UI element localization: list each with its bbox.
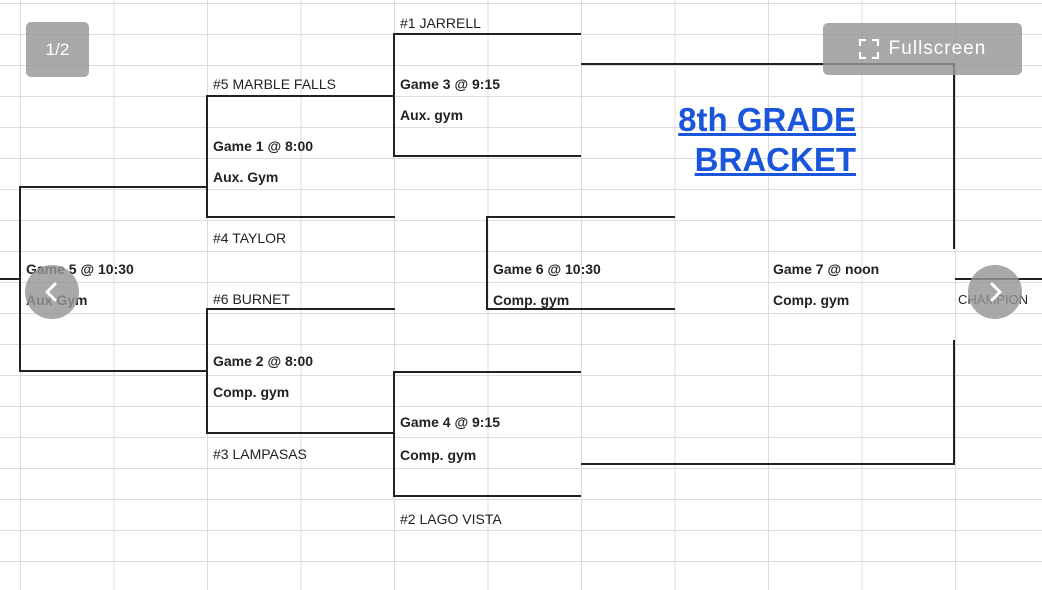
bracket-title: 8th GRADE BRACKET bbox=[640, 100, 856, 180]
chevron-right-icon bbox=[990, 282, 1002, 302]
bracket-line bbox=[581, 63, 954, 65]
bracket-line bbox=[953, 63, 955, 249]
bracket-line bbox=[393, 371, 395, 497]
bracket-line bbox=[394, 155, 581, 157]
game-6-time: Game 6 @ 10:30 bbox=[493, 261, 601, 277]
image-counter: 1/2 bbox=[26, 22, 89, 77]
prev-button[interactable] bbox=[25, 265, 79, 319]
game-6-venue: Comp. gym bbox=[493, 292, 570, 308]
team-seed-3: #3 LAMPASAS bbox=[213, 446, 307, 462]
team-seed-4: #4 TAYLOR bbox=[213, 230, 287, 246]
bracket-line bbox=[207, 216, 395, 218]
bracket-line bbox=[394, 371, 581, 373]
bracket-line bbox=[207, 308, 395, 310]
title-line-2: BRACKET bbox=[694, 141, 856, 178]
game-4-time: Game 4 @ 9:15 bbox=[400, 414, 501, 430]
game-4-venue: Comp. gym bbox=[400, 447, 477, 463]
game-3-time: Game 3 @ 9:15 bbox=[400, 76, 501, 92]
bracket-line bbox=[953, 340, 955, 465]
game-7-venue: Comp. gym bbox=[773, 292, 850, 308]
game-1-time: Game 1 @ 8:00 bbox=[213, 138, 314, 154]
fullscreen-button[interactable]: Fullscreen bbox=[823, 23, 1022, 75]
game-7-time: Game 7 @ noon bbox=[773, 261, 880, 277]
chevron-left-icon bbox=[45, 282, 57, 302]
bracket-line bbox=[486, 216, 488, 310]
bracket-line bbox=[206, 95, 208, 218]
game-2-time: Game 2 @ 8:00 bbox=[213, 353, 314, 369]
bracket-line bbox=[394, 33, 581, 35]
bracket-line bbox=[207, 432, 395, 434]
bracket-line bbox=[581, 463, 954, 465]
fullscreen-label: Fullscreen bbox=[888, 38, 987, 59]
fullscreen-icon bbox=[858, 39, 879, 59]
bracket-line bbox=[20, 370, 208, 372]
bracket-line bbox=[20, 186, 208, 188]
team-seed-5: #5 MARBLE FALLS bbox=[213, 76, 336, 92]
bracket-line bbox=[487, 308, 675, 310]
title-line-1: 8th GRADE bbox=[678, 101, 856, 138]
team-seed-6: #6 BURNET bbox=[213, 291, 291, 307]
bracket-line bbox=[19, 186, 21, 372]
game-1-venue: Aux. Gym bbox=[213, 169, 279, 185]
team-seed-1: #1 JARRELL bbox=[400, 15, 481, 31]
game-3-venue: Aux. gym bbox=[400, 107, 464, 123]
game-2-venue: Comp. gym bbox=[213, 384, 290, 400]
team-seed-2: #2 LAGO VISTA bbox=[400, 511, 502, 527]
bracket-line bbox=[206, 308, 208, 434]
bracket-line bbox=[487, 216, 675, 218]
bracket-line bbox=[393, 33, 395, 157]
next-button[interactable] bbox=[968, 265, 1022, 319]
bracket-line bbox=[0, 278, 20, 280]
bracket-line bbox=[207, 95, 395, 97]
bracket-line bbox=[394, 495, 581, 497]
image-counter-text: 1/2 bbox=[45, 39, 70, 59]
